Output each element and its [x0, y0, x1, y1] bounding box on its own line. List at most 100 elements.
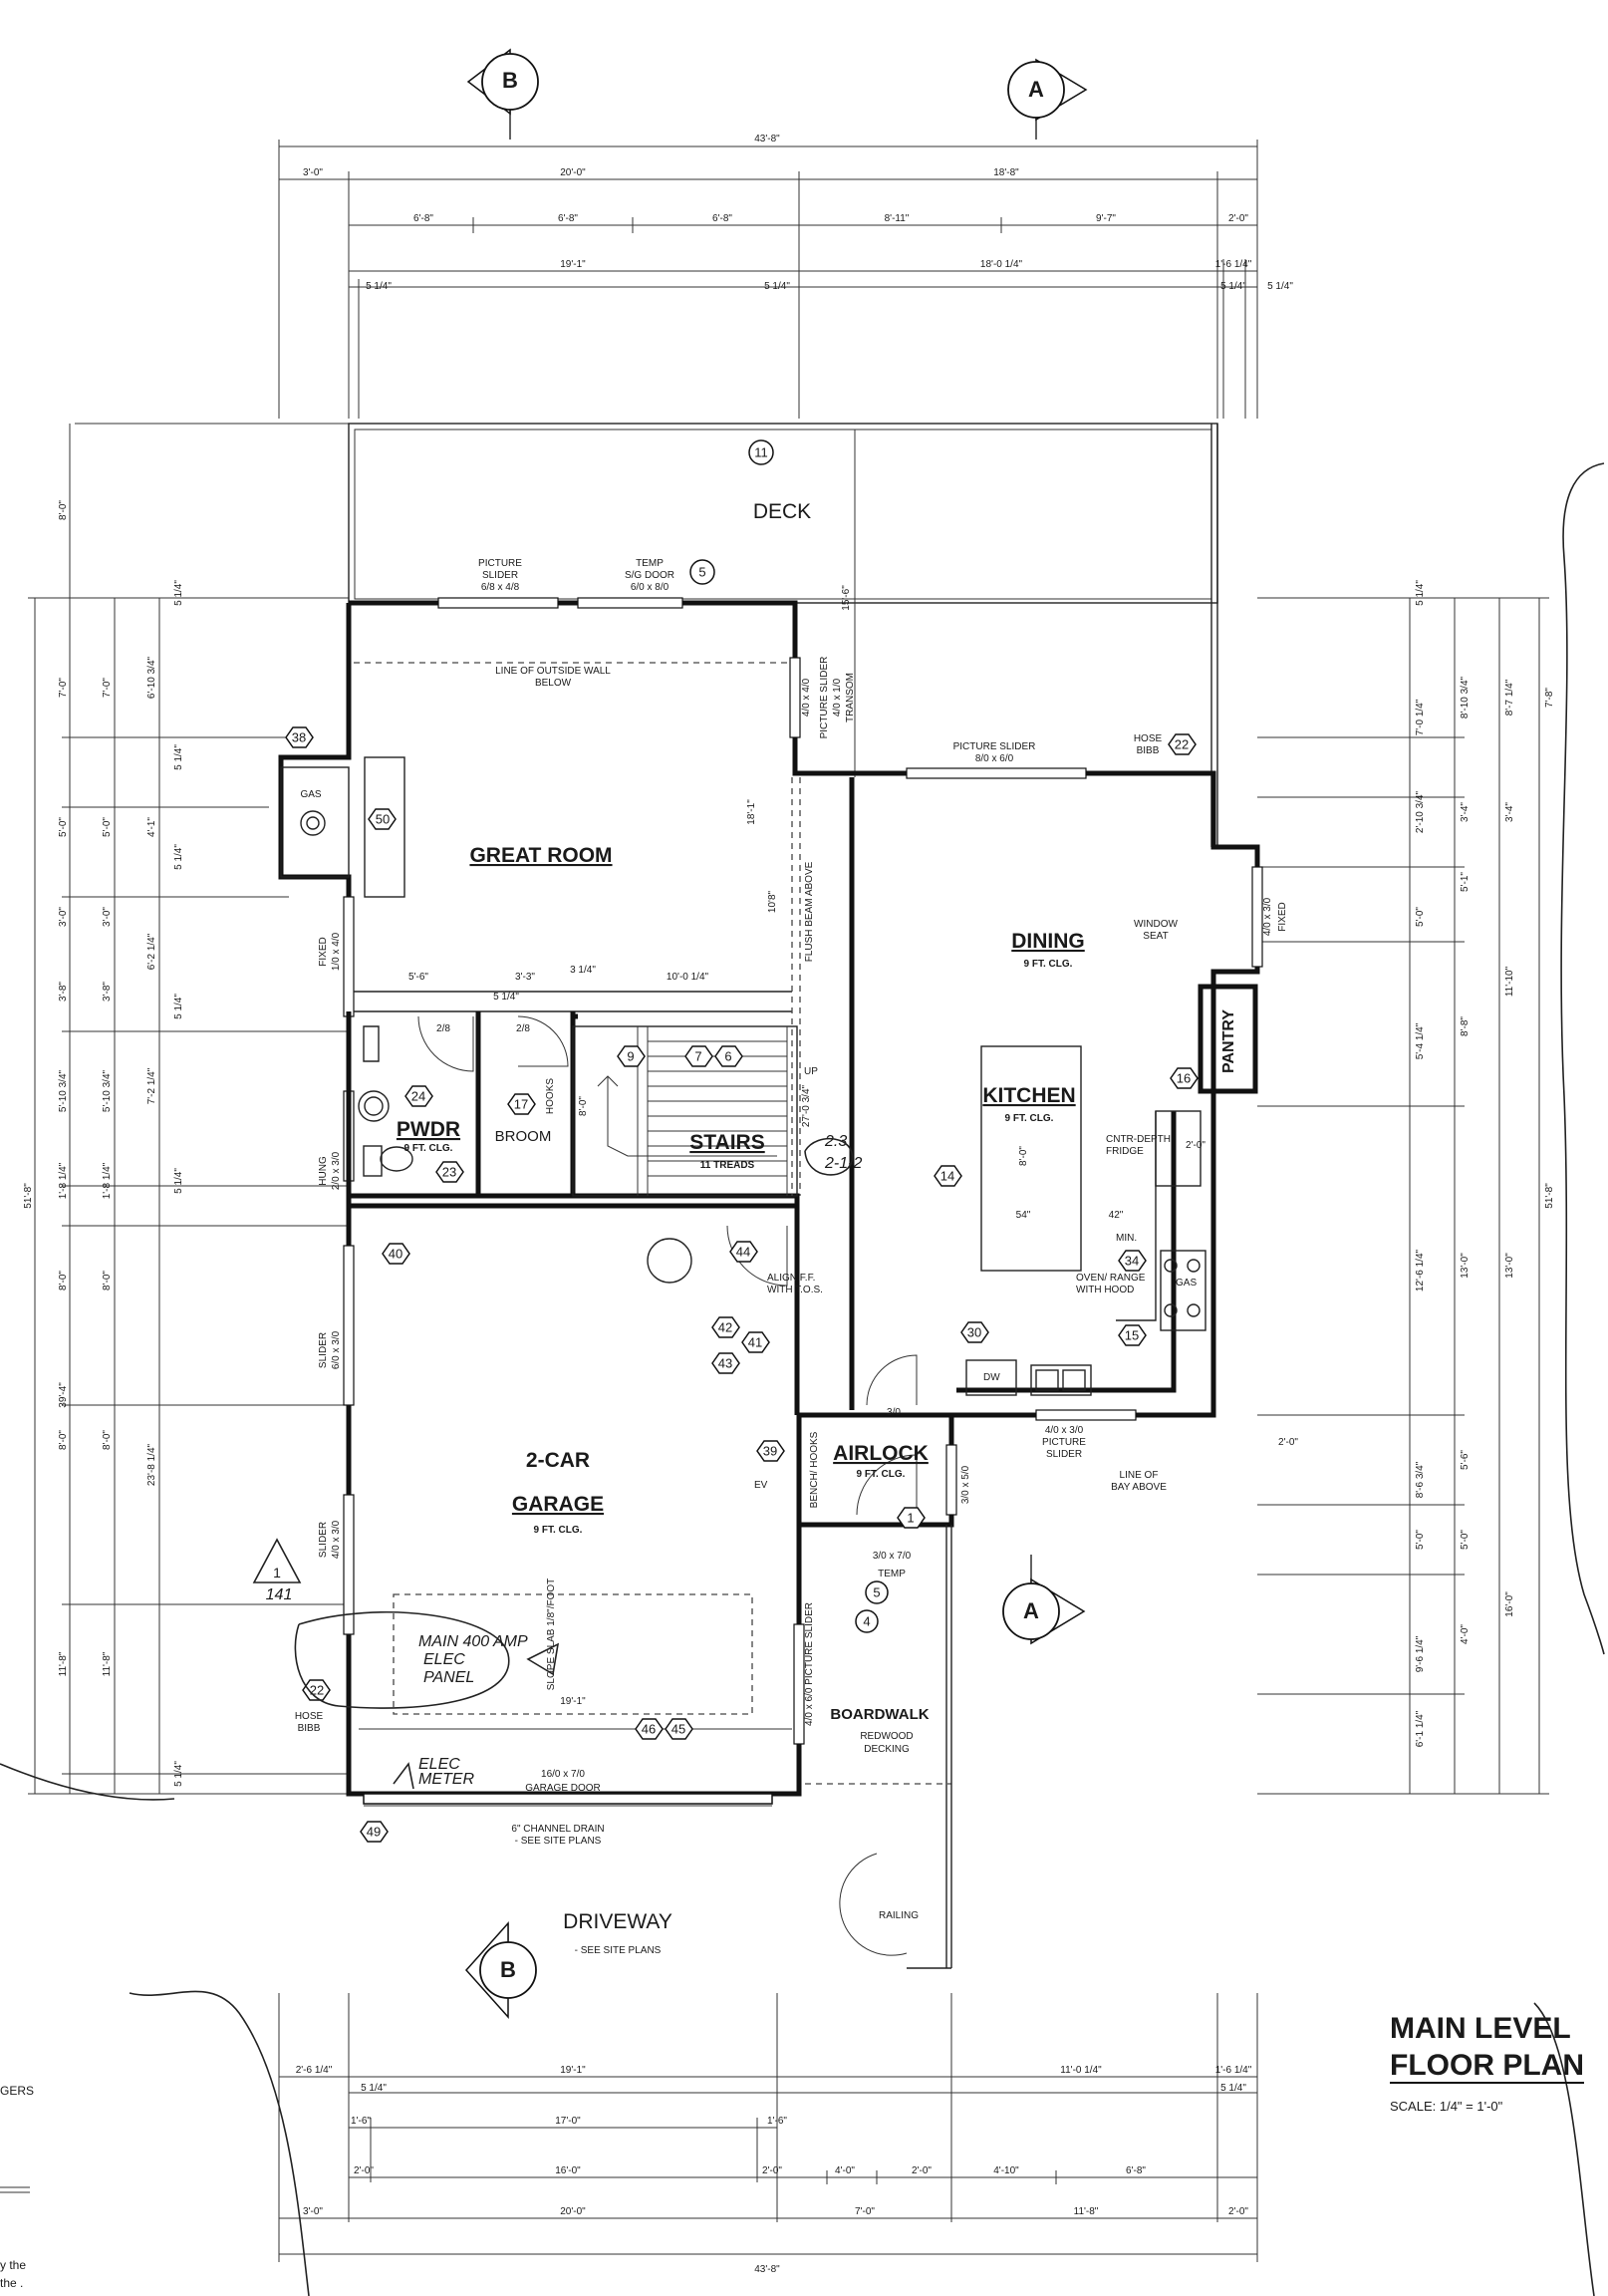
dim-left-r2-2: 3'-0"	[58, 907, 69, 927]
note-temp-door-2: S/G DOOR	[625, 570, 674, 581]
note-w40x40-4: TRANSOM	[845, 673, 856, 722]
note-line-bay-2: BAY ABOVE	[1111, 1482, 1167, 1493]
dim-right-r3-1: 3'-4"	[1504, 802, 1515, 822]
tag-41: 41	[741, 1331, 770, 1353]
svg-text:43: 43	[718, 1356, 732, 1371]
note-temp-door-3: 6/0 x 8/0	[631, 582, 670, 593]
note-window-seat-2: SEAT	[1143, 931, 1168, 942]
dim-misc-6: 19'-1"	[560, 1696, 586, 1707]
tag-5a: 5	[689, 559, 715, 585]
note-ceil-18: 18'-1"	[746, 799, 757, 825]
note-ev: EV	[754, 1480, 768, 1491]
sheet-title-line-2: FLOOR PLAN	[1390, 2049, 1584, 2082]
note-bench-hooks: BENCH/ HOOKS	[809, 1431, 820, 1508]
dim-left-r3-4: 5'-10 3/4"	[102, 1069, 113, 1112]
dim-left-r4-1: 4'-1"	[146, 817, 157, 837]
dim-left-r4-0: 6'-10 3/4"	[146, 656, 157, 699]
note-w40x40-3: 4/0 x 1/0	[832, 678, 843, 717]
note-slider-60-1: SLIDER	[318, 1332, 329, 1368]
dim-top-r2-2: 18'-8"	[993, 167, 1019, 178]
dim-left-r4-4: 23'-8 1/4"	[146, 1443, 157, 1486]
svg-text:6: 6	[724, 1049, 731, 1064]
great-room-label: GREAT ROOM	[469, 844, 612, 867]
boardwalk-sub1: REDWOOD	[860, 1731, 913, 1742]
note-window-seat-1: WINDOW	[1134, 919, 1178, 930]
terrain-contours	[0, 462, 1605, 2296]
powder-fixtures	[358, 1090, 413, 1177]
deck-outline	[348, 423, 1218, 847]
note-line-bay-1: LINE OF	[1120, 1470, 1159, 1481]
left-dim-text: 8'-0" 51'-8" 39'-4" 7'-0" 5'-0" 3'-0" 3'…	[23, 500, 184, 1787]
svg-text:1: 1	[907, 1511, 914, 1526]
note-hung-2: 2/0 x 3/0	[331, 1151, 342, 1190]
dim-right-r2-0: 8'-10 3/4"	[1460, 676, 1471, 718]
note-hooks: HOOKS	[545, 1078, 556, 1114]
svg-text:17: 17	[514, 1097, 528, 1112]
dim-left-r2-1: 5'-0"	[58, 817, 69, 837]
dim-right-r2-6: 5'-0"	[1460, 1530, 1471, 1550]
dim-bot-r3-1: 17'-0"	[555, 2116, 581, 2127]
note-hung-1: HUNG	[318, 1156, 329, 1186]
dim-right-r2-4: 13'-0"	[1460, 1253, 1471, 1279]
airlock-clg: 9 FT. CLG.	[857, 1469, 906, 1480]
note-ceil-10: 10'8"	[767, 890, 778, 913]
notes: PICTURE SLIDER 6/8 x 4/8 TEMP S/G DOOR 6…	[318, 558, 1288, 1921]
interior-dims: 5'-6" 3'-3" 10'-0 1/4" 3 1/4" 5 1/4" 2'-…	[408, 965, 1298, 1707]
dim-right-r3-4: 16'-0"	[1504, 1591, 1515, 1617]
note-garage-door-1: 16/0 x 7/0	[541, 1769, 585, 1780]
dim-top-r5-1: 5 1/4"	[764, 281, 790, 292]
note-fixed-40x30: 4/0 x 3/0	[1262, 897, 1273, 936]
dim-left-r5-3: 5 1/4"	[173, 994, 184, 1019]
tag-34: 34	[1118, 1250, 1147, 1272]
svg-text:2-1-2: 2-1-2	[824, 1155, 862, 1172]
dim-left-r3-3: 3'-8"	[102, 982, 113, 1002]
svg-text:B: B	[502, 68, 518, 93]
dim-bot-overall: 43'-8"	[754, 2264, 780, 2275]
tag-45: 45	[665, 1718, 693, 1740]
dim-bot-r1-2: 11'-0 1/4"	[1060, 2065, 1102, 2076]
kitchen-clg: 9 FT. CLG.	[1005, 1113, 1054, 1124]
dim-left-r2-3: 3'-8"	[58, 982, 69, 1002]
interior-walls	[346, 777, 1258, 1418]
stairs-label: STAIRS	[689, 1131, 764, 1154]
tag-15: 15	[1118, 1324, 1147, 1346]
svg-text:24: 24	[411, 1089, 425, 1104]
tag-22a: 22	[1168, 733, 1197, 755]
dim-left-r5-1: 5 1/4"	[173, 744, 184, 770]
dim-left-r3-8: 11'-8"	[102, 1651, 113, 1676]
right-dim-text: 5 1/4" 7'-0 1/4" 2'-10 3/4" 5'-0" 5'-4 1…	[1415, 580, 1555, 1748]
note-flush-beam: FLUSH BEAM ABOVE	[804, 861, 815, 962]
dim-misc-7: 8'-0"	[578, 1096, 589, 1116]
panel-area-dash	[393, 1593, 753, 1715]
dim-right-r1-6: 8'-6 3/4"	[1415, 1461, 1426, 1498]
tag-49: 49	[360, 1821, 389, 1843]
note-door-30: 3/0	[887, 1407, 901, 1418]
tag-46: 46	[635, 1718, 664, 1740]
svg-text:5: 5	[873, 1585, 880, 1600]
svg-text:7: 7	[694, 1049, 701, 1064]
dim-gr-4: 5 1/4"	[493, 992, 519, 1003]
section-marker-a-top: A	[1007, 58, 1088, 140]
note-slope-slab: SLOPE SLAB 1/8"/FOOT	[546, 1578, 557, 1690]
dim-left-r3-5: 1'-8 1/4"	[102, 1162, 113, 1199]
dim-bot-r4-5: 4'-10"	[993, 2165, 1019, 2176]
tag-16: 16	[1170, 1067, 1199, 1089]
tags: 11 5 22 38 50 9 7 6 24 17 23 16 14 34 15…	[285, 439, 1199, 1843]
note-picture-slider-2: SLIDER	[482, 570, 518, 581]
dim-gr-3: 3 1/4"	[570, 965, 596, 976]
dim-right-r1-7: 5'-0"	[1415, 1530, 1426, 1550]
svg-text:141: 141	[266, 1586, 293, 1603]
dim-left-r5-2: 5 1/4"	[173, 844, 184, 870]
driveway-label: DRIVEWAY	[563, 1910, 672, 1933]
dim-left-outer-0: 8'-0"	[58, 500, 69, 520]
dim-bot-r4-1: 16'-0"	[555, 2165, 581, 2176]
svg-text:39: 39	[763, 1444, 777, 1459]
tag-11: 11	[748, 439, 774, 465]
note-outside-wall-2: BELOW	[535, 678, 572, 689]
deck-label: DECK	[753, 500, 811, 523]
sheet-title-line-1: MAIN LEVEL	[1390, 2012, 1571, 2045]
dim-bot-r4-6: 6'-8"	[1126, 2165, 1146, 2176]
note-align-1: ALIGN F.F.	[767, 1273, 815, 1284]
dim-bot-r1-1: 19'-1"	[560, 2065, 586, 2076]
